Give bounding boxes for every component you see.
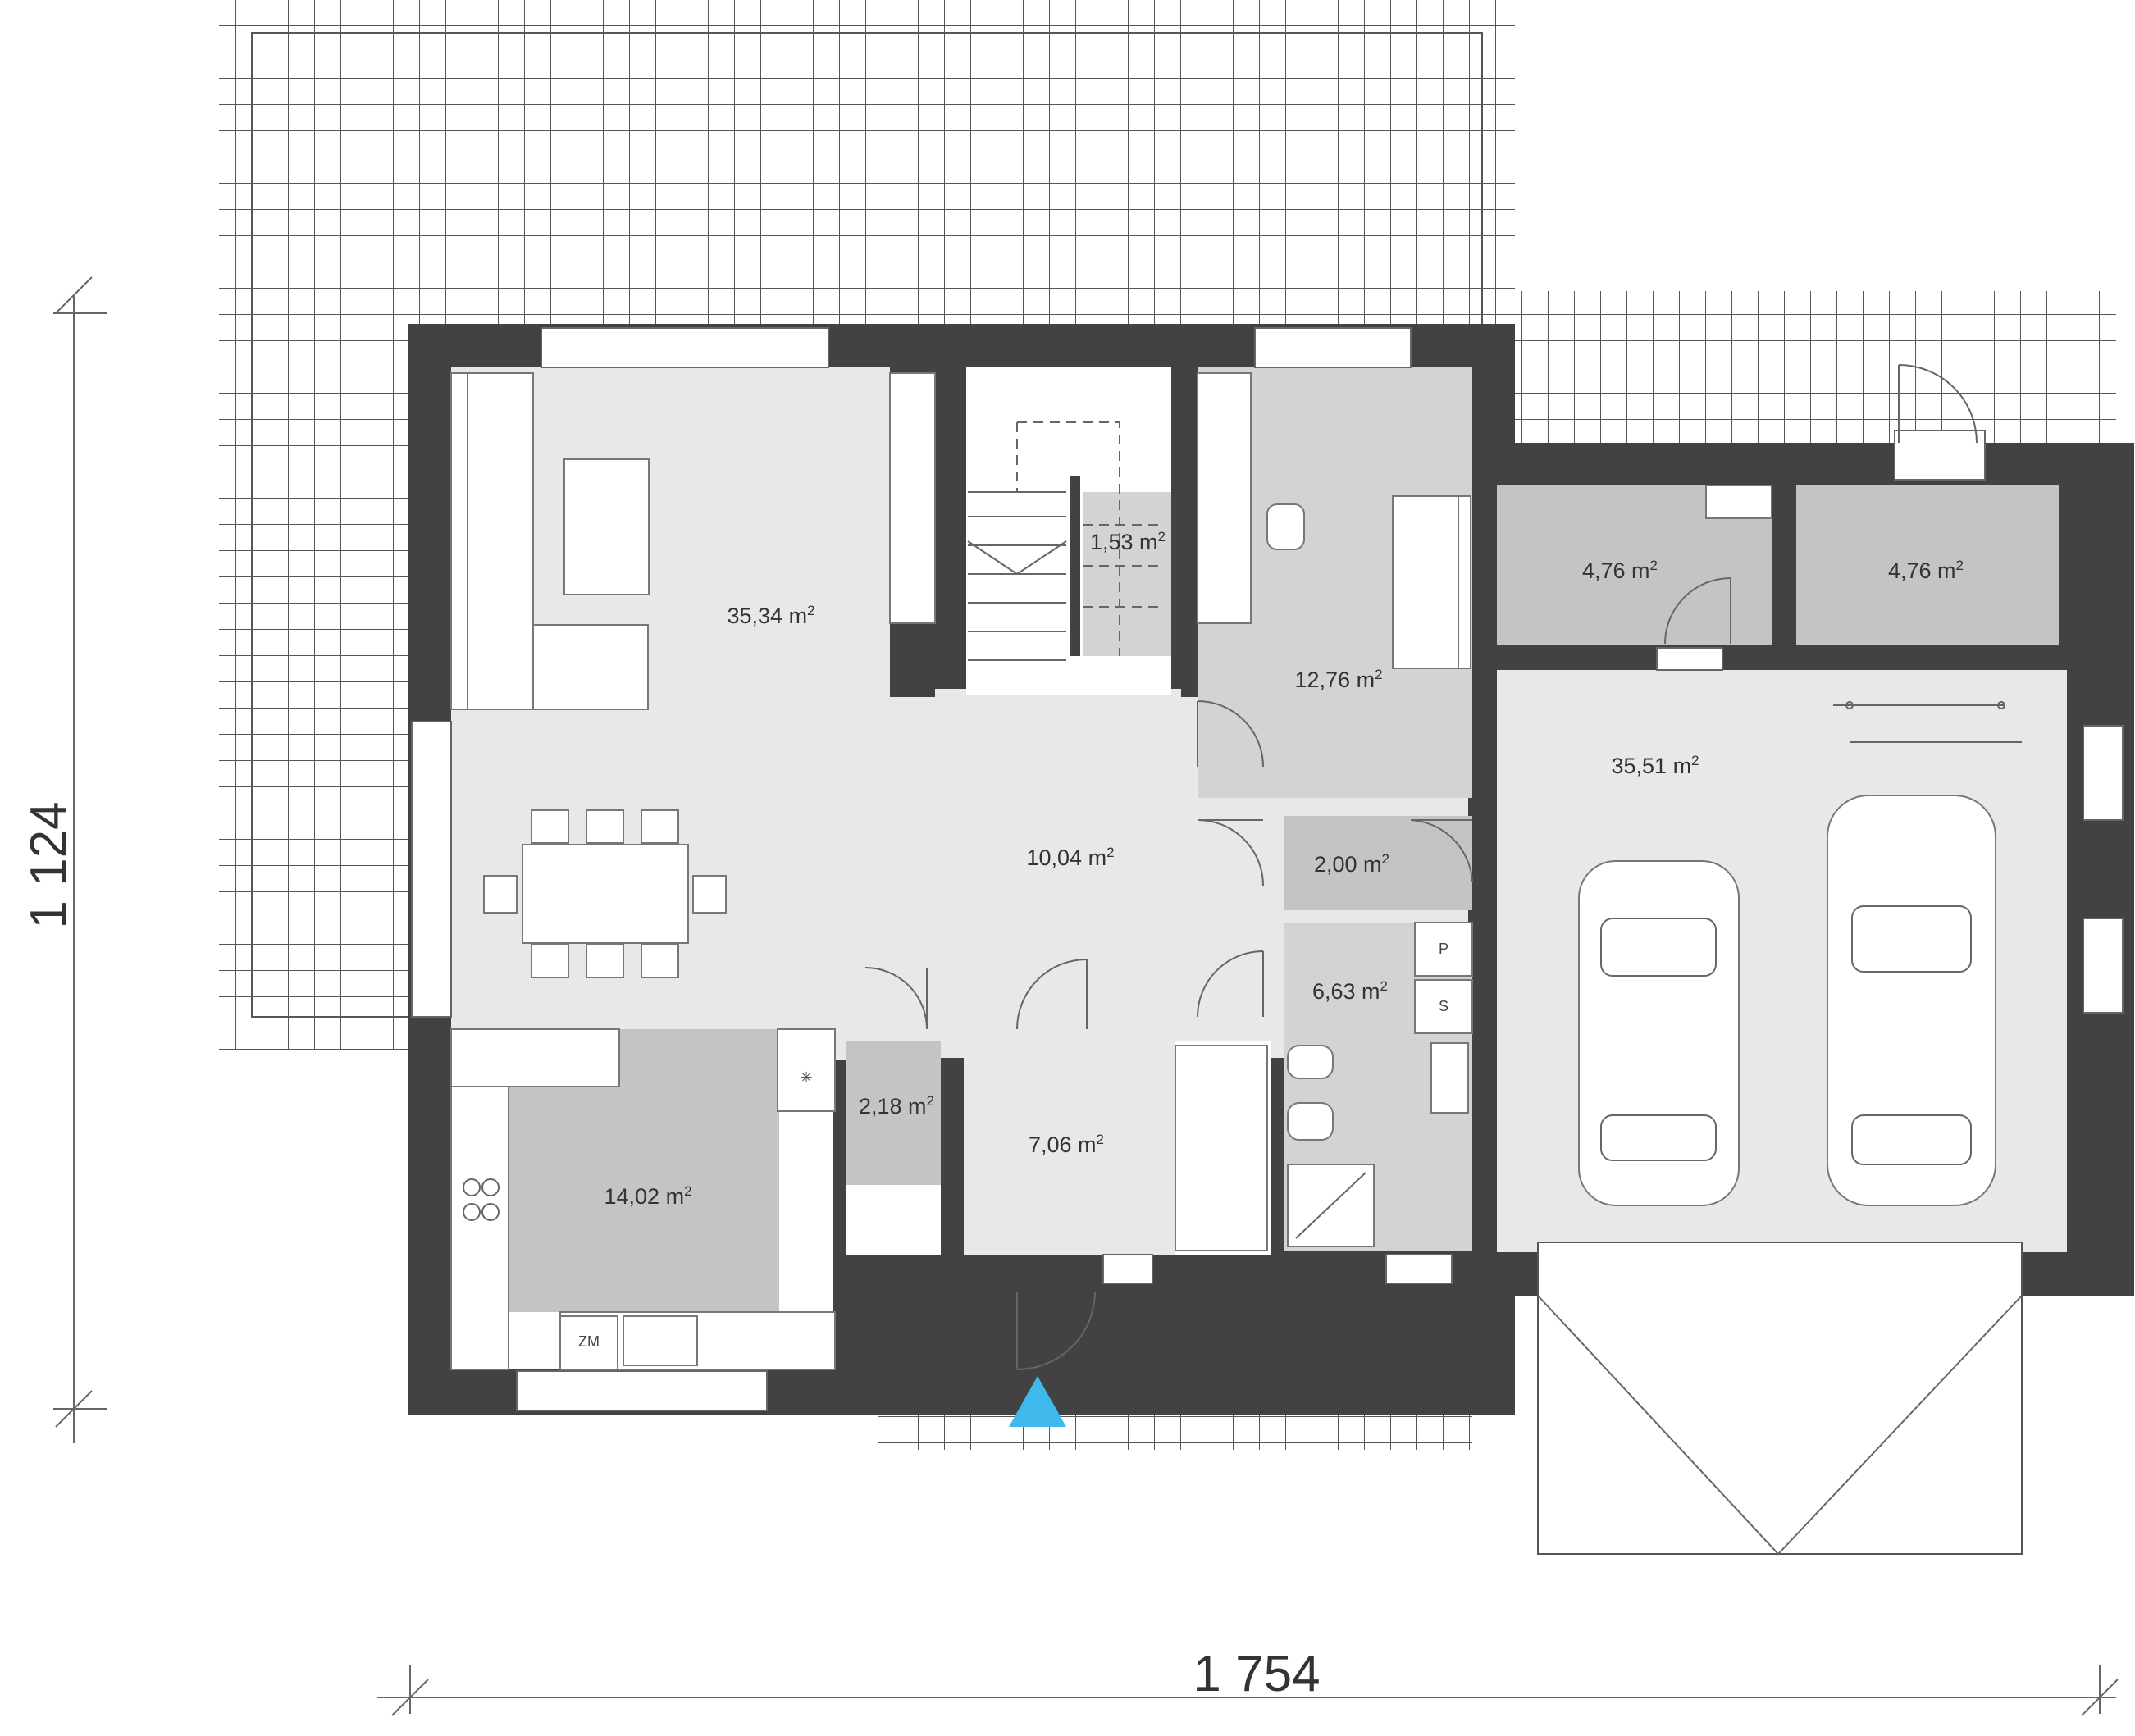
room-area-kitchen: 14,02 m2	[604, 1183, 691, 1209]
cooktop	[463, 1178, 500, 1221]
dishwasher	[559, 1315, 618, 1370]
entrance-triangle-icon	[1009, 1376, 1066, 1427]
dimension-vertical: 1 124	[21, 276, 107, 1443]
sink	[623, 1315, 698, 1366]
room-area-storage-2: 4,76 m2	[1888, 558, 1964, 583]
room-area-bathroom: 6,63 m2	[1312, 978, 1388, 1004]
room-area-7-06: 7,06 m2	[1029, 1132, 1104, 1157]
dryer-label: S	[1439, 998, 1448, 1014]
room-area-garage: 35,51 m2	[1611, 753, 1699, 778]
room-area-hall: 10,04 m2	[1026, 845, 1114, 870]
fridge	[777, 1028, 836, 1112]
washer-label: P	[1439, 941, 1448, 957]
terrace-side	[1513, 291, 2116, 447]
kitchen-island	[450, 1028, 620, 1087]
room-area-pantry: 2,18 m2	[859, 1093, 934, 1119]
washbasin	[1430, 1042, 1469, 1114]
room-area-storage-1: 4,76 m2	[1582, 558, 1658, 583]
car-right	[1827, 795, 1996, 1206]
washer-dryer	[1414, 922, 1473, 1034]
office-chair	[1266, 503, 1305, 550]
shower	[1287, 1164, 1375, 1247]
toilet	[1287, 1102, 1334, 1141]
room-area-office: 12,76 m2	[1294, 667, 1382, 692]
room-area-2-00: 2,00 m2	[1314, 851, 1389, 877]
doors	[864, 364, 1978, 1370]
windows	[411, 327, 2124, 1411]
room-area-living: 35,34 m2	[727, 603, 814, 628]
dining-set	[483, 809, 727, 978]
kitchen-counter	[450, 1086, 509, 1370]
asterisk-icon: ✳	[800, 1069, 812, 1086]
office-sofa	[1392, 495, 1471, 669]
wardrobe	[889, 372, 936, 624]
coffee-table	[563, 458, 650, 595]
width-dimension: 1 754	[1193, 1646, 1320, 1702]
room-labels: 35,34 m2 1,53 m2 12,76 m2 4,76 m2 4,76 m…	[604, 529, 1964, 1209]
bidet	[1287, 1045, 1334, 1079]
room-area-stair-closet: 1,53 m2	[1090, 529, 1166, 554]
dimension-horizontal: 1 754	[377, 1646, 2119, 1716]
boiler	[1705, 485, 1772, 519]
car-left	[1578, 860, 1740, 1206]
desk	[1197, 372, 1252, 624]
height-dimension: 1 124	[21, 801, 77, 928]
carport	[1537, 1242, 2023, 1556]
bicycles	[1833, 701, 2022, 743]
dishwasher-label: ZM	[578, 1333, 600, 1350]
staircase	[967, 421, 1165, 661]
sofa	[450, 372, 649, 710]
closet-7	[1175, 1045, 1268, 1251]
